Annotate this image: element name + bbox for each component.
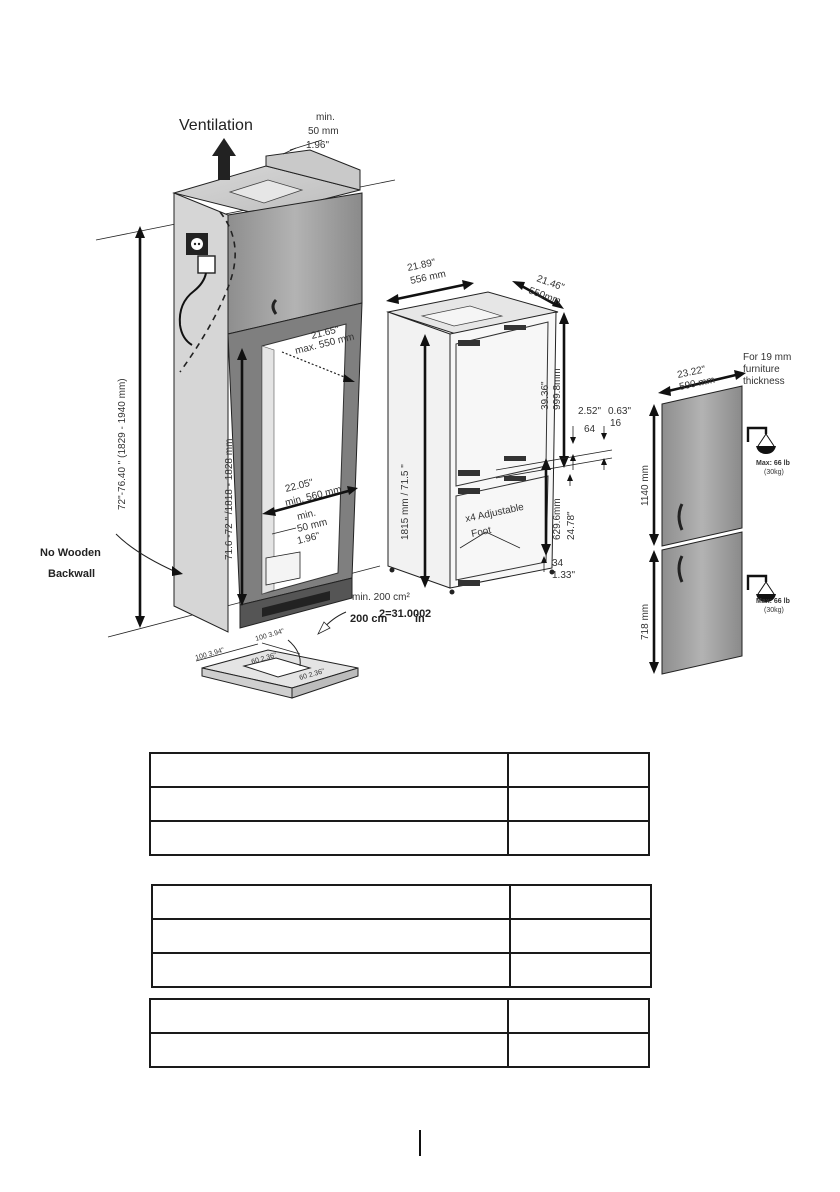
- total-height-label: 72"-76.40 " (1829 - 1940 mm): [117, 378, 128, 510]
- table-cell: [149, 786, 509, 822]
- svg-text:min.: min.: [316, 112, 335, 123]
- svg-text:Backwall: Backwall: [48, 568, 95, 580]
- table-cell: [151, 884, 511, 920]
- table-row: [151, 884, 652, 920]
- svg-text:Max: 66 lb: Max: 66 lb: [756, 598, 790, 605]
- svg-text:1.96": 1.96": [306, 140, 329, 151]
- table-cell: [507, 1032, 650, 1068]
- cabinet-illustration: Ventilation min. 50 mm 1.96" 72"-76.40 "…: [40, 112, 431, 699]
- vent-area-label: min. 200 cm²: [352, 592, 410, 603]
- svg-text:100 3.94": 100 3.94": [195, 647, 226, 662]
- table-row: [149, 998, 650, 1034]
- table-row: [151, 918, 652, 954]
- table-row: [149, 1032, 650, 1068]
- svg-text:39.36": 39.36": [540, 381, 551, 410]
- ventilation-label: Ventilation: [179, 117, 253, 134]
- svg-text:64: 64: [584, 424, 596, 435]
- table-cell: [149, 820, 509, 856]
- no-backwall-label: No Wooden: [40, 547, 101, 559]
- svg-text:furniture: furniture: [743, 364, 780, 375]
- fridge-height-label: 1815 mm / 71.5 ": [400, 464, 411, 540]
- weight-icon: [746, 426, 776, 454]
- svg-text:2.52": 2.52": [578, 406, 601, 417]
- table-row: [151, 952, 652, 988]
- lower-door-panel: [661, 531, 743, 675]
- niche-height-label: 71.6 -72 " /1818 - 1828 mm: [224, 439, 235, 560]
- table-cell: [509, 952, 652, 988]
- svg-text:50 mm: 50 mm: [308, 126, 339, 137]
- table-row: [149, 752, 650, 788]
- cabinet-side-panel: [173, 192, 229, 633]
- svg-text:200 cm: 200 cm: [350, 613, 388, 625]
- table-cell: [507, 998, 650, 1034]
- svg-text:min.: min.: [296, 508, 317, 523]
- weight-icon: [746, 574, 776, 602]
- table-cell: [507, 786, 650, 822]
- table-cell: [149, 752, 509, 788]
- svg-text:24.78": 24.78": [566, 511, 577, 540]
- ventilation-arrow: [212, 138, 236, 180]
- page-marker: [419, 1130, 421, 1156]
- table-cell: [509, 918, 652, 954]
- lower-panel-height-label: 718 mm: [640, 604, 651, 640]
- svg-text:629.6mm: 629.6mm: [552, 498, 563, 540]
- table-cell: [149, 1032, 509, 1068]
- svg-text:Max: 66 lb: Max: 66 lb: [756, 460, 790, 467]
- svg-text:thickness: thickness: [743, 376, 785, 387]
- table-row: [149, 820, 650, 856]
- svg-text:2=31.000: 2=31.000: [379, 608, 425, 620]
- svg-text:(30kg): (30kg): [764, 607, 784, 614]
- vent-grille: [262, 591, 330, 617]
- table-cell: [509, 884, 652, 920]
- svg-text:999.8mm: 999.8mm: [552, 368, 563, 410]
- door-panels-illustration: 23.22" 590 mm For 19 mm furniture thickn…: [640, 352, 791, 675]
- svg-text:16: 16: [610, 418, 622, 429]
- table-cell: [151, 952, 511, 988]
- svg-text:(30kg): (30kg): [764, 469, 784, 476]
- svg-text:2: 2: [425, 608, 431, 620]
- svg-text:in: in: [415, 613, 425, 625]
- spec-table-2: [151, 884, 652, 988]
- spec-table-3: [149, 998, 650, 1068]
- svg-text:Foot: Foot: [470, 525, 492, 540]
- table-row: [149, 786, 650, 822]
- spec-table-1: [149, 752, 650, 856]
- upper-panel-height-label: 1140 mm: [640, 465, 651, 506]
- table-cell: [507, 820, 650, 856]
- fridge-illustration: 21.89" 556 mm 21.46" 550mm 1815 mm / 71.…: [386, 257, 631, 595]
- svg-text:0.63": 0.63": [608, 406, 631, 417]
- upper-door-panel: [661, 385, 743, 547]
- svg-text:100 3.94": 100 3.94": [255, 628, 286, 643]
- table-cell: [149, 998, 509, 1034]
- svg-text:1.33": 1.33": [552, 570, 575, 581]
- table-cell: [507, 752, 650, 788]
- svg-text:For 19 mm: For 19 mm: [743, 352, 791, 363]
- svg-text:34: 34: [552, 558, 564, 569]
- installation-diagram: Ventilation min. 50 mm 1.96" 72"-76.40 "…: [40, 112, 791, 699]
- table-cell: [151, 918, 511, 954]
